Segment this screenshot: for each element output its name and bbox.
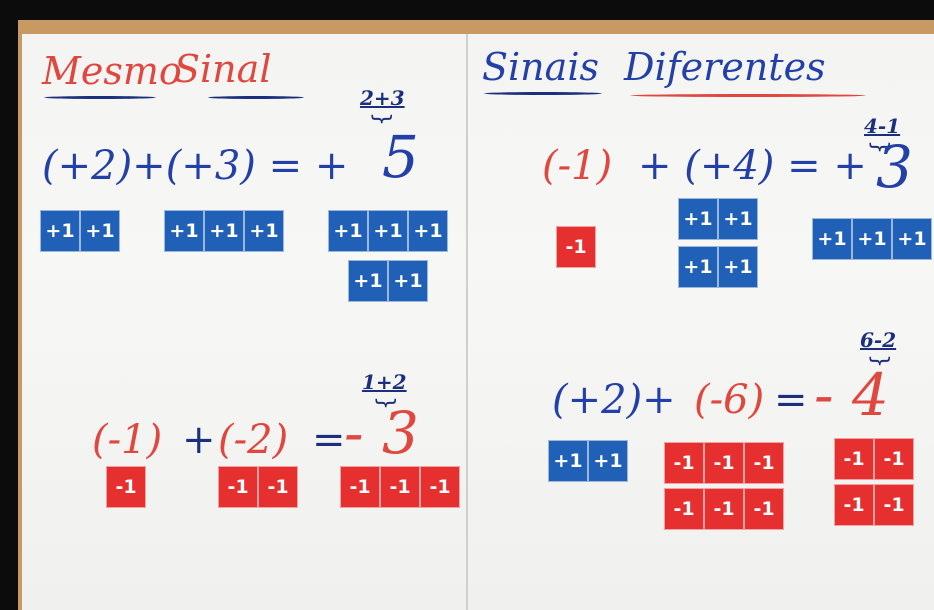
plus-one-tile: +1 (328, 210, 368, 252)
plus-one-tile: +1 (718, 246, 758, 288)
minus-one-tile: -1 (380, 466, 420, 508)
left-ex2-equals: = (312, 420, 346, 460)
left-ex2-term2: (-2) (218, 420, 288, 460)
left-title-underline-2 (208, 96, 304, 99)
right-title-underline-1 (484, 92, 602, 95)
left-title-mesmo: Mesmo (42, 52, 182, 90)
left-ex2-plus: + (182, 420, 216, 460)
minus-one-tile: -1 (664, 488, 704, 530)
right-ex2-term1: (+2)+ (552, 380, 676, 420)
right-board: Sinais Diferentes 4-1 } (-1) + (+4) = + … (468, 34, 934, 610)
right-title-underline-2 (630, 94, 866, 97)
left-board: Mesmo Sinal 2+3 } (+2)+(+3) = + 5 +1+1+1… (22, 34, 468, 610)
left-ex2-note: 1+2 (362, 372, 407, 392)
plus-one-tile: +1 (852, 218, 892, 260)
left-ex1-equation: (+2)+(+3) = + (42, 146, 348, 186)
minus-one-tile: -1 (218, 466, 258, 508)
plus-one-tile: +1 (812, 218, 852, 260)
minus-one-tile: -1 (874, 484, 914, 526)
minus-one-tile: -1 (340, 466, 380, 508)
plus-one-tile: +1 (40, 210, 80, 252)
minus-one-tile: -1 (420, 466, 460, 508)
right-ex2-equals: = (774, 380, 808, 420)
left-title-underline-1 (44, 96, 156, 99)
left-title-sinal: Sinal (174, 50, 271, 88)
plus-one-tile: +1 (408, 210, 448, 252)
left-ex1-result: 5 (382, 128, 419, 186)
minus-one-tile: -1 (874, 438, 914, 480)
plus-one-tile: +1 (892, 218, 932, 260)
plus-one-tile: +1 (678, 246, 718, 288)
right-ex2-note: 6-2 (860, 330, 896, 350)
plus-one-tile: +1 (244, 210, 284, 252)
right-title-diferentes: Diferentes (624, 48, 826, 86)
plus-one-tile: +1 (368, 210, 408, 252)
left-ex2-term1: (-1) (92, 420, 162, 460)
plus-one-tile: +1 (80, 210, 120, 252)
plus-one-tile: +1 (678, 198, 718, 240)
minus-one-tile: -1 (834, 484, 874, 526)
right-title-sinais: Sinais (482, 48, 599, 86)
minus-one-tile: -1 (744, 488, 784, 530)
right-ex1-result: 3 (876, 138, 913, 196)
plus-one-tile: +1 (388, 260, 428, 302)
right-ex2-term2: (-6) (694, 380, 764, 420)
plus-one-tile: +1 (718, 198, 758, 240)
minus-one-tile: -1 (704, 488, 744, 530)
left-ex2-result: - 3 (344, 404, 419, 462)
whiteboard-photo: Mesmo Sinal 2+3 } (+2)+(+3) = + 5 +1+1+1… (18, 20, 934, 610)
plus-one-tile: +1 (588, 440, 628, 482)
right-ex1-rest: + (+4) = + (638, 146, 867, 186)
plus-one-tile: +1 (348, 260, 388, 302)
minus-one-tile: -1 (556, 226, 596, 268)
plus-one-tile: +1 (204, 210, 244, 252)
plus-one-tile: +1 (164, 210, 204, 252)
minus-one-tile: -1 (106, 466, 146, 508)
plus-one-tile: +1 (548, 440, 588, 482)
minus-one-tile: -1 (744, 442, 784, 484)
minus-one-tile: -1 (704, 442, 744, 484)
minus-one-tile: -1 (258, 466, 298, 508)
left-ex1-note: 2+3 (360, 88, 405, 108)
right-ex1-term1: (-1) (542, 146, 612, 186)
right-ex2-result: - 4 (814, 366, 889, 424)
minus-one-tile: -1 (664, 442, 704, 484)
minus-one-tile: -1 (834, 438, 874, 480)
